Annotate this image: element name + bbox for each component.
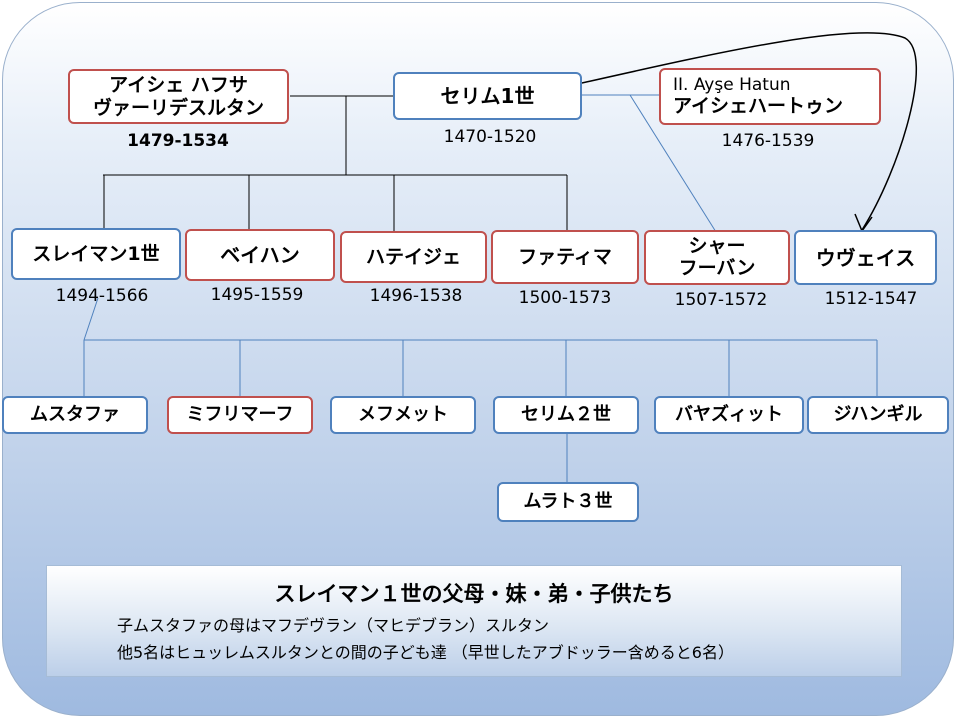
ayse-name-line2: アイシェハートゥン [673,95,844,118]
person-fatima: ファティマ [491,230,639,284]
person-murad3: ムラト３世 [497,482,639,522]
info-box: スレイマン１世の父母・妹・弟・子供たち 子ムスタファの母はマフデヴラン（マヒデブ… [46,565,902,677]
person-bayezid: バヤズィット [654,396,804,434]
link-uveys-arrow [581,32,918,231]
link-suleiman-children [83,297,99,341]
murad3-name: ムラト３世 [523,491,613,513]
selim1-name: セリム1世 [440,84,535,108]
shah-name-line1: シャー [688,234,746,257]
info-line-2: 他5名はヒュッレムスルタンとの間の子ども達 （早世したアブドッラー含めると6名） [117,643,734,662]
person-uveys: ウヴェイス [794,230,937,285]
person-ayse: II. Ayşe Hatun アイシェハートゥン [659,68,881,125]
info-line-1: 子ムスタファの母はマフデヴラン（マヒデブラン）スルタン [117,616,550,635]
person-mustafa: ムスタファ [2,396,148,434]
hatice-years: 1496-1538 [369,286,463,306]
mihrimah-name: ミフリマーフ [186,404,294,426]
selim2-name: セリム２世 [521,404,611,426]
shah-years: 1507-1572 [674,290,768,310]
person-hafsa: アイシェ ハフサ ヴァーリデスルタン [68,69,289,124]
suleiman-years: 1494-1566 [55,286,149,306]
person-selim1: セリム1世 [393,72,582,120]
suleiman-name: スレイマン1世 [32,242,160,265]
person-hatice: ハテイジェ [340,231,487,283]
shah-name-line2: フーバン [678,256,756,279]
beyhan-name: ベイハン [220,243,300,267]
person-suleiman: スレイマン1世 [11,228,181,280]
mehmet-name: メフメット [358,404,448,426]
person-mihrimah: ミフリマーフ [167,396,313,434]
person-selim2: セリム２世 [493,396,639,434]
uveys-name: ウヴェイス [815,245,916,270]
link-shah [629,94,717,233]
fatima-years: 1500-1573 [518,288,612,308]
person-mehmet: メフメット [330,396,476,434]
person-beyhan: ベイハン [185,229,335,281]
info-title: スレイマン１世の父母・妹・弟・子供たち [274,582,674,606]
uveys-years: 1512-1547 [824,289,918,309]
person-cihangir: ジハンギル [807,396,949,434]
selim1-years: 1470-1520 [443,127,537,147]
bayezid-name: バヤズィット [675,404,783,426]
hafsa-years: 1479-1534 [127,131,229,151]
hatice-name: ハテイジェ [365,245,461,268]
beyhan-years: 1495-1559 [210,285,304,305]
ayse-name-line1: II. Ayşe Hatun [673,74,791,95]
ayse-years: 1476-1539 [721,131,815,151]
person-shah: シャー フーバン [644,230,790,285]
hafsa-name-line1: アイシェ ハフサ [109,73,248,96]
hafsa-name-line2: ヴァーリデスルタン [92,96,264,119]
cihangir-name: ジハンギル [833,404,923,426]
mustafa-name: ムスタファ [30,404,120,426]
fatima-name: ファティマ [518,245,612,268]
